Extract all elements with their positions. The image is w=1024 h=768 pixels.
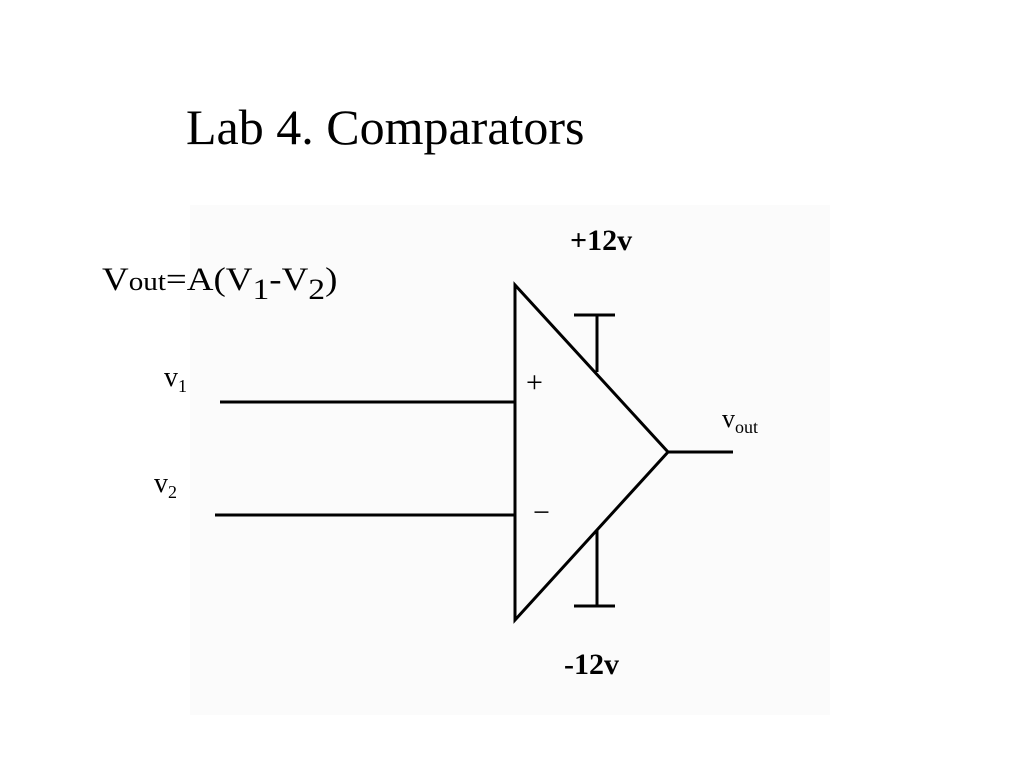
v2-label-text: v [154,468,168,499]
formula-v2-sub: 2 [308,273,326,306]
formula-lhs: V [102,262,129,298]
opamp-triangle [513,281,671,624]
formula-close: ) [325,262,338,298]
v2-label: v2 [154,468,177,502]
formula-lhs-sub: out [128,267,166,296]
formula-v1-sub: 1 [252,273,270,306]
vout-label: vout [722,404,759,437]
inverting-input-symbol: − [533,496,550,529]
slide-title: Lab 4. Comparators [186,99,585,155]
negative-supply-label: -12v [564,648,619,681]
v1-label-sub: 1 [178,376,187,396]
v1-label: v1 [164,362,187,396]
formula-eq: =A(V [165,262,253,298]
vout-label-text: v [722,404,735,433]
v2-label-sub: 2 [168,482,177,502]
formula-minus: -V [269,262,309,298]
vout-label-sub: out [735,417,759,437]
noninverting-input-symbol: + [526,366,543,399]
positive-supply-label: +12v [570,224,633,257]
comparator-formula: Vout=A(V1-V2) [102,264,337,305]
v1-label-text: v [164,362,178,393]
diagram-backdrop [190,205,830,715]
